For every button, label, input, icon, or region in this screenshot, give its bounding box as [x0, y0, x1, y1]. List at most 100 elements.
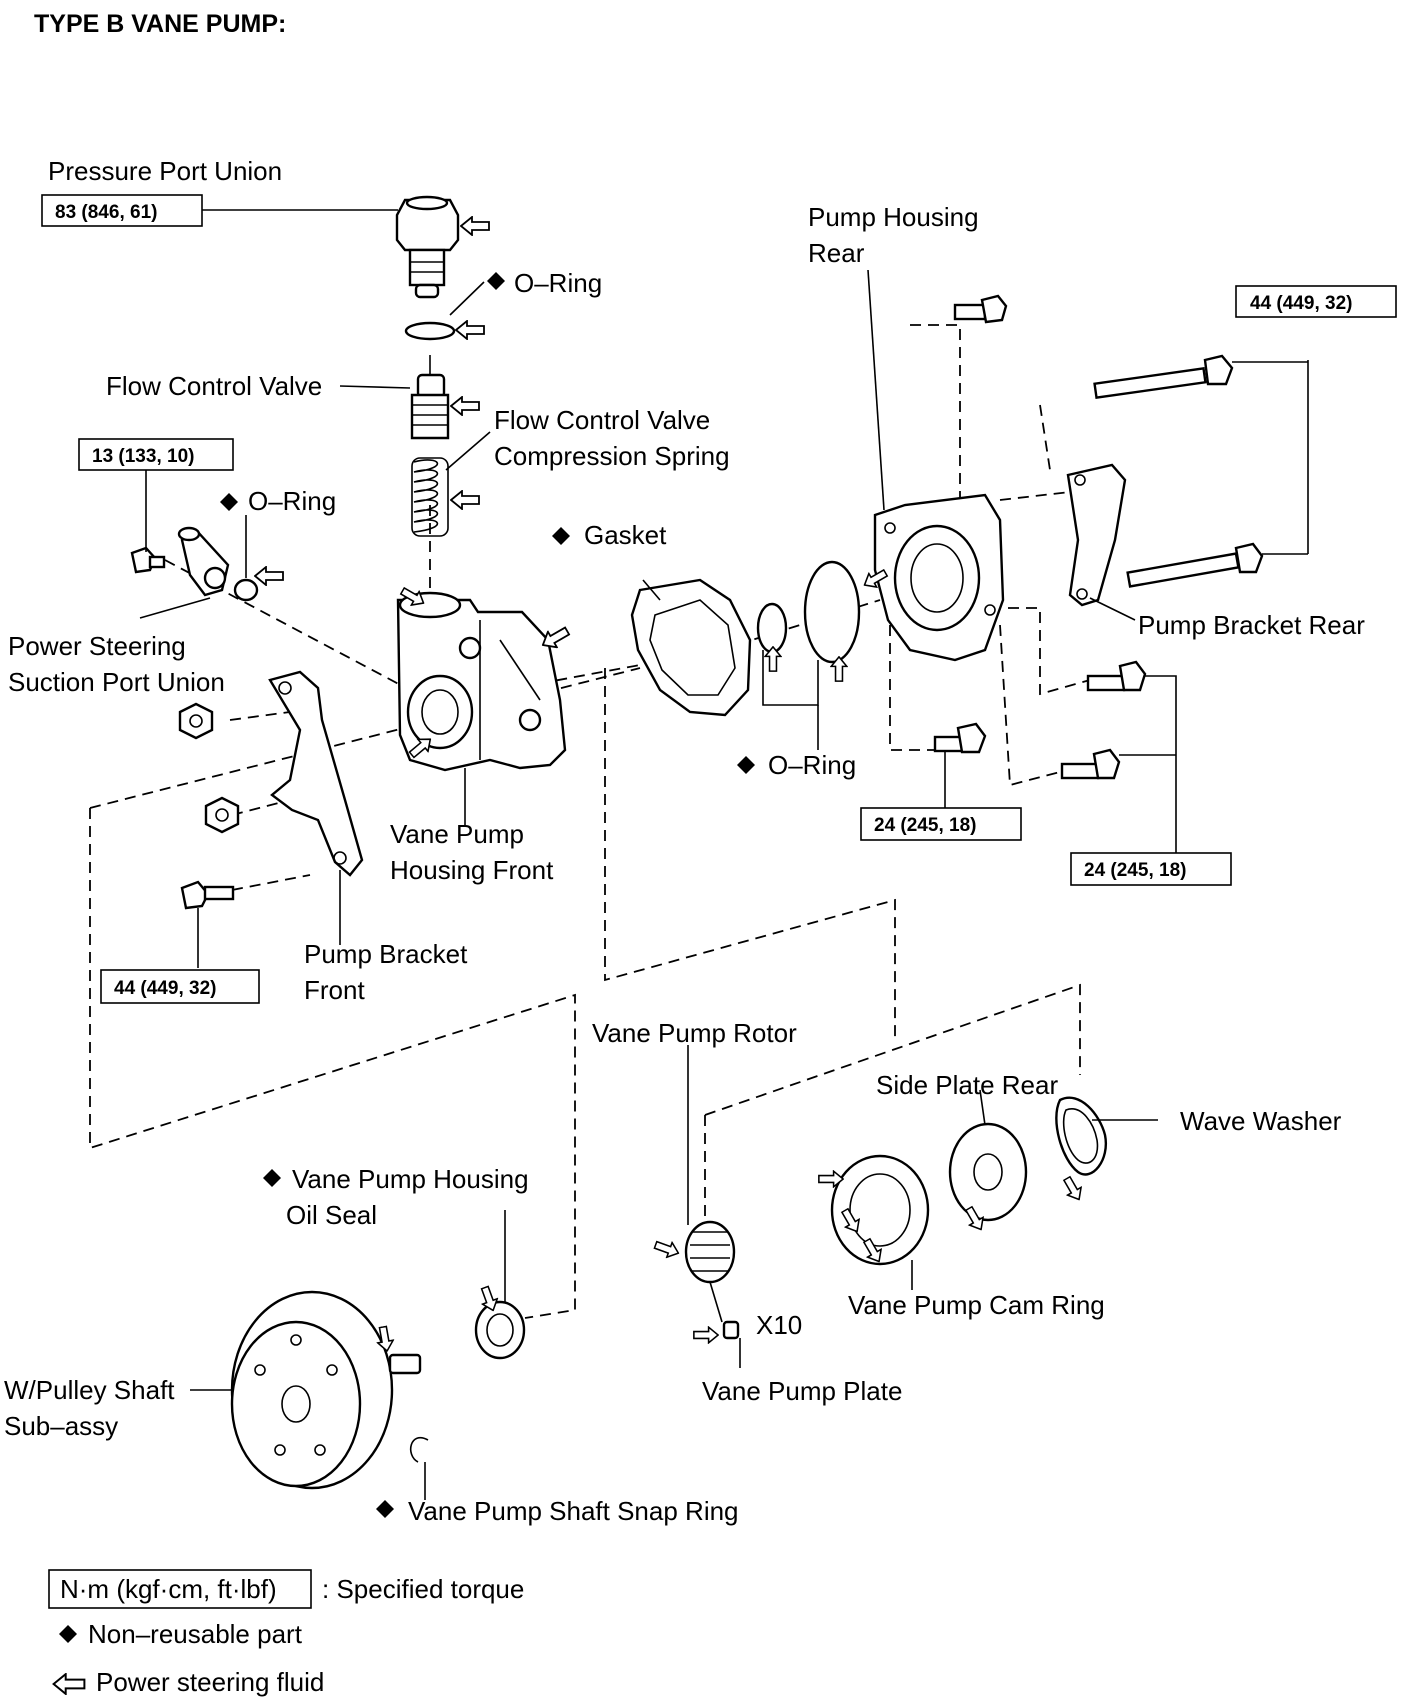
pump-housing-rear [873, 493, 1005, 662]
torque-rear-bracket: 44 (449, 32) [1250, 293, 1352, 314]
fluid-arrow-icon [450, 396, 480, 416]
gasket [630, 578, 752, 717]
side-bolt-upper [1086, 660, 1147, 692]
diamond-icon [59, 1625, 77, 1643]
label-pump-housing-rear-1: Pump Housing [808, 202, 979, 232]
diamond-icon [487, 272, 505, 290]
torque-front-bracket: 44 (449, 32) [114, 978, 216, 999]
rear-bracket-bolt-lower [1126, 542, 1264, 588]
o-ring-top [404, 321, 456, 341]
label-o-ring-mid: O–Ring [768, 750, 856, 780]
vane-pump-housing-oil-seal [474, 1300, 526, 1360]
pump-bracket-front [268, 670, 364, 877]
o-ring-left [233, 578, 259, 602]
leader-lines [139, 209, 1309, 1500]
hollow-arrow-icon [52, 1673, 86, 1695]
label-cam-ring: Vane Pump Cam Ring [848, 1290, 1105, 1320]
side-plate-rear [948, 1122, 1028, 1222]
fluid-arrow-icon [450, 490, 480, 510]
o-ring-large [803, 560, 861, 664]
torque-box-side-bolts: 24 (245, 18) [1070, 852, 1232, 886]
diamond-icon [737, 756, 755, 774]
legend-torque-text: : Specified torque [322, 1574, 524, 1604]
label-suction-1: Power Steering [8, 631, 186, 661]
torque-suction-bolt: 13 (133, 10) [92, 446, 194, 467]
label-pump-bracket-rear: Pump Bracket Rear [1138, 610, 1365, 640]
diamond-icon [220, 493, 238, 511]
label-vane-pump-plate: Vane Pump Plate [702, 1376, 902, 1406]
housing-rear-lower-bolt [933, 722, 987, 754]
label-fcv-spring-2: Compression Spring [494, 441, 730, 471]
label-pump-bracket-front-2: Front [304, 975, 365, 1005]
front-bracket-bolt [180, 880, 235, 910]
side-bolt-lower [1060, 748, 1121, 780]
diamond-icon [376, 1500, 394, 1518]
suction-port-union [177, 526, 230, 597]
suction-bolt [130, 546, 166, 574]
torque-side-bolts: 24 (245, 18) [1084, 860, 1186, 881]
label-snap-ring: Vane Pump Shaft Snap Ring [408, 1496, 739, 1526]
front-nut-lower [204, 796, 240, 834]
label-x10: X10 [756, 1310, 802, 1340]
fluid-arrow-icon [693, 1326, 719, 1344]
torque-box-rear-bracket: 44 (449, 32) [1235, 285, 1397, 318]
vane-pump-rotor [684, 1220, 736, 1284]
pressure-port-union [395, 195, 460, 299]
label-fcv-spring-1: Flow Control Valve [494, 405, 710, 435]
fluid-arrow-icon [460, 216, 490, 236]
flow-control-valve-spring [411, 457, 449, 537]
w-pulley-shaft [230, 1290, 422, 1490]
label-vane-housing-front-2: Housing Front [390, 855, 554, 885]
fluid-arrow-icon [254, 566, 284, 586]
pump-bracket-rear [1066, 463, 1127, 607]
vane-pump-cam-ring [830, 1154, 930, 1266]
front-nut-upper [178, 702, 214, 740]
label-pump-bracket-front-1: Pump Bracket [304, 939, 468, 969]
non-reusable-markers [220, 272, 755, 1518]
wave-washer [1055, 1096, 1108, 1176]
label-flow-control-valve: Flow Control Valve [106, 371, 322, 401]
label-oil-seal-2: Oil Seal [286, 1200, 377, 1230]
vane-pump-housing-front [396, 591, 567, 772]
fluid-arrow-icon [455, 320, 485, 340]
legend-torque-box [48, 1569, 312, 1609]
torque-pressure-port: 83 (846, 61) [55, 202, 157, 223]
label-pressure-port-union: Pressure Port Union [48, 156, 282, 186]
torque-box-housing-rear: 24 (245, 18) [860, 807, 1022, 841]
label-oil-seal-1: Vane Pump Housing [292, 1164, 529, 1194]
label-suction-2: Suction Port Union [8, 667, 225, 697]
diamond-icon [263, 1169, 281, 1187]
label-o-ring-left: O–Ring [248, 486, 336, 516]
torque-box-pressure-port: 83 (846, 61) [41, 194, 203, 227]
fluid-arrow-icon [652, 1236, 682, 1262]
vane-pump-shaft-snap-ring [409, 1436, 429, 1463]
label-o-ring-top: O–Ring [514, 268, 602, 298]
label-pulley-1: W/Pulley Shaft [4, 1375, 175, 1405]
torque-box-front-bracket: 44 (449, 32) [100, 969, 260, 1004]
legend-torque-units: N·m (kgf·cm, ft·lbf) [60, 1574, 277, 1604]
label-side-plate-rear: Side Plate Rear [876, 1070, 1058, 1100]
label-vane-pump-rotor: Vane Pump Rotor [592, 1018, 797, 1048]
label-pump-housing-rear-2: Rear [808, 238, 865, 268]
gasket-inner [649, 599, 736, 696]
diagram-title: TYPE B VANE PUMP: [34, 10, 286, 38]
legend: N·m (kgf·cm, ft·lbf) : Specified torque … [48, 1569, 524, 1697]
flow-control-valve [410, 355, 450, 440]
bracket-rear-hole [1076, 588, 1088, 600]
torque-box-suction-bolt: 13 (133, 10) [78, 438, 234, 471]
wave-washer-inner [1062, 1108, 1099, 1164]
label-pulley-2: Sub–assy [4, 1411, 118, 1441]
bracket-rear-hole [1074, 474, 1086, 486]
torque-housing-rear: 24 (245, 18) [874, 815, 976, 836]
fluid-arrow-icon [1059, 1173, 1087, 1205]
legend-nonreusable-text: Non–reusable part [88, 1619, 303, 1649]
legend-fluid-text: Power steering fluid [96, 1667, 324, 1697]
o-ring-small [756, 602, 788, 654]
label-gasket: Gasket [584, 520, 667, 550]
vane-pump-plate [722, 1320, 740, 1340]
bracket-hole [278, 681, 292, 695]
label-wave-washer: Wave Washer [1180, 1106, 1342, 1136]
label-vane-housing-front-1: Vane Pump [390, 819, 524, 849]
diamond-icon [552, 527, 570, 545]
